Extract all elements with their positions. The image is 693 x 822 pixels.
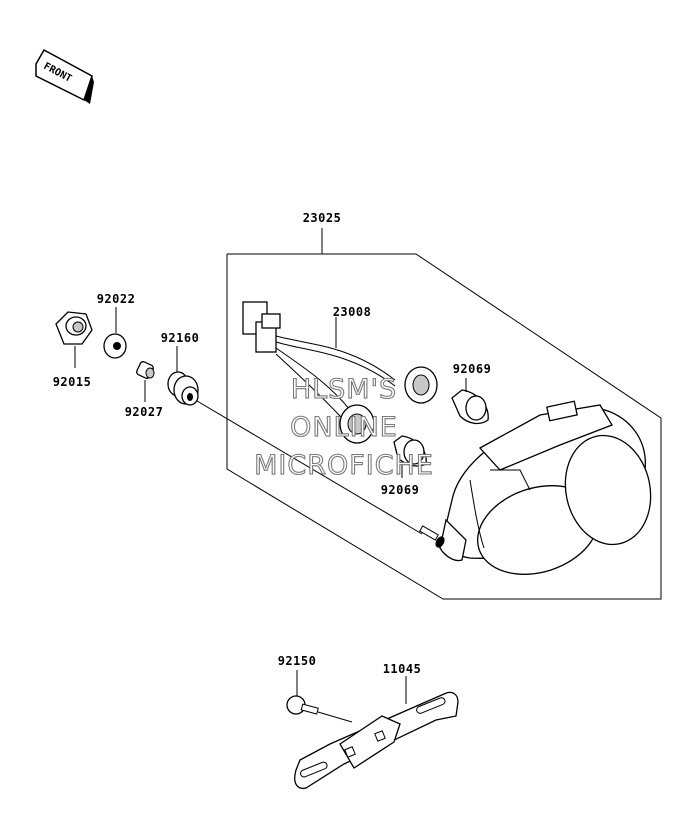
assembly-outline [226, 228, 662, 600]
watermark-line-3: MICROFICHE [254, 450, 434, 481]
watermark-line-1: HLSM'S [291, 374, 397, 405]
label-92069-upper: 92069 [453, 362, 492, 376]
nut-92015 [55, 311, 93, 368]
label-92069-lower: 92069 [381, 483, 420, 497]
bulb-lower [393, 435, 427, 478]
tail-light-housing [439, 400, 652, 575]
washer-92022 [103, 307, 127, 359]
watermark-line-2: ONLINE [290, 412, 398, 443]
label-23025: 23025 [303, 211, 342, 225]
label-92150: 92150 [278, 654, 317, 668]
watermark: HLSM'S ONLINE MICROFICHE [254, 373, 434, 481]
grommet-92160 [167, 346, 199, 406]
label-11045: 11045 [383, 662, 422, 676]
mounting-screw [191, 397, 445, 548]
label-92160: 92160 [161, 331, 200, 345]
bolt-92150 [286, 670, 353, 723]
label-92015: 92015 [53, 375, 92, 389]
label-92022: 92022 [97, 292, 136, 306]
label-23008: 23008 [333, 305, 372, 319]
bulb-upper [451, 378, 489, 425]
wiring-socket-harness [242, 301, 438, 444]
collar-92027 [136, 361, 155, 402]
label-92027: 92027 [125, 405, 164, 419]
part-labels: 23025 23008 92022 92015 92160 92027 9206… [53, 211, 492, 676]
front-arrow-icon: FRONT [35, 48, 94, 104]
license-bracket [294, 676, 459, 790]
